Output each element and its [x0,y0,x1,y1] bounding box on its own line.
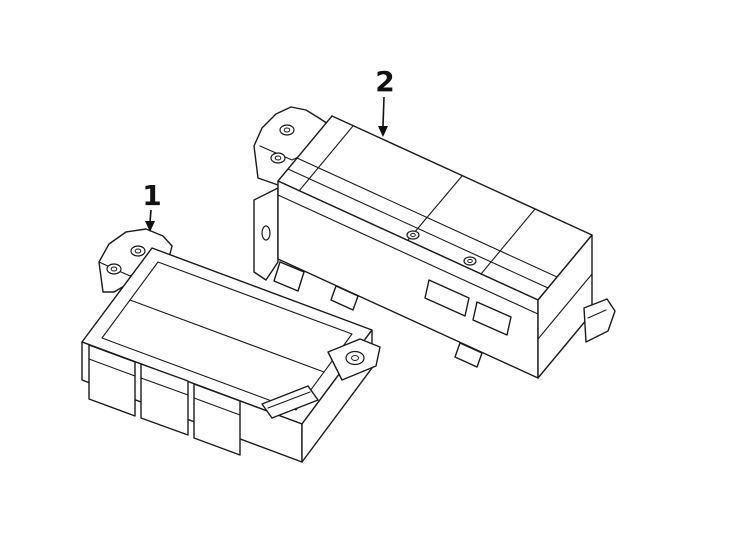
end-seam-line [537,273,593,340]
part-2-front-vents [424,279,512,336]
lid-outline [101,261,353,411]
callout-2-leader [382,96,385,127]
callout-1-leader [149,209,152,223]
mounting-hole-inner [283,127,291,133]
mounting-hole-inner [274,155,282,161]
front-vent [424,279,470,317]
part-2-module[interactable] [253,106,616,379]
connector-bump-line [267,391,311,409]
screw-icon-center [467,258,473,264]
part-2-screws [406,230,477,266]
lid-seam-line [480,208,536,275]
lid-seam-line [407,175,463,241]
tab-plate [583,298,616,343]
part-2-panel-lines [277,125,593,340]
part-1-mounting-bracket [98,228,173,293]
callout-1-label[interactable]: 1 [142,179,161,212]
mounting-hole-inner [110,266,118,272]
foot-tab [330,285,359,311]
part-2-left-flange [253,187,305,292]
flange-slot [261,225,271,241]
callout-1[interactable]: 1 [142,179,162,232]
part-1-right-tab [327,338,381,381]
front-vent [472,301,512,336]
connector-lip-line [193,397,241,416]
foot-tab [454,342,483,368]
part-1-lid [101,261,353,411]
callout-2-arrowhead [378,126,388,137]
callout-2[interactable]: 2 [375,65,395,137]
part-1-module[interactable] [81,228,381,463]
part-2-feet [330,285,483,368]
front-seam-line [277,194,539,315]
mounting-hole-inner [134,248,142,254]
callout-1-arrowhead [145,221,155,232]
part-1-connector-bump [261,385,319,419]
flange-foot [273,261,305,292]
connector-lip-line [88,358,136,377]
lid-seam-line [298,125,354,192]
part-1-connector-teeth [88,344,241,456]
tab-fold-line [587,309,607,319]
mounting-hole-inner [351,355,359,361]
part-2-right-tab [583,298,616,343]
screw-icon-center [410,232,416,238]
lid-ridge-line [129,299,325,373]
connector-lip-line [140,377,189,396]
callout-2-label[interactable]: 2 [375,65,394,98]
